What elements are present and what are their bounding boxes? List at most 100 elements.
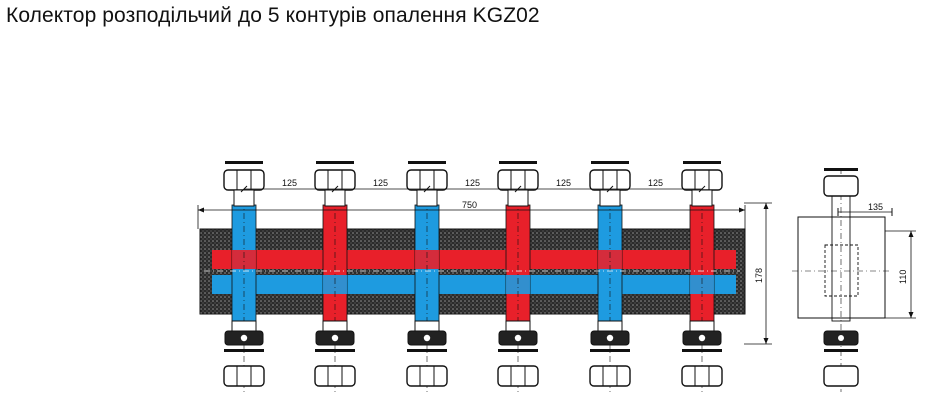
side-bottom-nut xyxy=(823,365,859,387)
fitting-2-bottom-nut xyxy=(314,365,356,387)
fitting-1 xyxy=(223,161,265,387)
fitting-4-valve-dot xyxy=(514,334,522,342)
fitting-6-valve-dot xyxy=(698,334,706,342)
fitting-2 xyxy=(314,161,356,387)
side-lower-cap xyxy=(824,349,858,352)
page-title: Колектор розподільчий до 5 контурів опал… xyxy=(6,4,540,27)
fitting-5-valve-dot xyxy=(606,334,614,342)
fitting-4-cap xyxy=(499,161,537,164)
fitting-4-lower-cap xyxy=(498,349,538,352)
riser-6-body xyxy=(689,204,715,322)
fitting-3-neck xyxy=(416,189,438,207)
riser-3 xyxy=(414,200,440,392)
fitting-4-top-nut xyxy=(497,169,539,191)
riser-2-body xyxy=(322,204,348,322)
fitting-3-valve-dot xyxy=(423,334,431,342)
dim-overall-length: 750 xyxy=(462,200,477,210)
fitting-1-bottom-nut xyxy=(223,365,265,387)
fitting-1-top-nut xyxy=(223,169,265,191)
fitting-1-neck xyxy=(233,189,255,207)
fitting-6-bottom-nut xyxy=(681,365,723,387)
riser-6 xyxy=(689,200,715,392)
dim-side-depth: 135 xyxy=(868,202,883,212)
insulation-shell xyxy=(199,228,746,315)
dimension-ticks xyxy=(198,185,914,344)
fitting-1-cap xyxy=(225,161,263,164)
riser-1-crossing xyxy=(232,250,256,269)
fitting-5-neck xyxy=(599,189,621,207)
riser-5 xyxy=(597,200,623,392)
length-arrow-left xyxy=(198,207,204,213)
fitting-4-lower-neck xyxy=(505,320,531,332)
fitting-3-top-nut xyxy=(406,169,448,191)
fitting-6-lower-neck xyxy=(689,320,715,332)
fitting-1-lower-cap xyxy=(224,349,264,352)
pitch-tick-2 xyxy=(331,185,339,193)
fittings xyxy=(223,161,723,387)
pitch-tick-3 xyxy=(423,185,431,193)
fitting-4-neck xyxy=(507,189,529,207)
fitting-5-lower-cap xyxy=(590,349,630,352)
side-top-cap xyxy=(824,168,858,171)
height-arrow-bottom xyxy=(763,338,769,344)
fitting-4-bottom-nut xyxy=(497,365,539,387)
fitting-2-valve-dot xyxy=(331,334,339,342)
dim-pitch-1: 125 xyxy=(282,178,297,188)
pitch-tick-1 xyxy=(240,185,248,193)
riser-2-crossing xyxy=(323,275,347,294)
fitting-6-neck xyxy=(691,189,713,207)
fitting-2-lower-neck xyxy=(322,320,348,332)
fitting-4 xyxy=(497,161,539,387)
side-view-body xyxy=(797,216,886,319)
fitting-3-bottom-nut xyxy=(406,365,448,387)
fitting-6-cap xyxy=(683,161,721,164)
dim-height: 178 xyxy=(754,268,764,283)
length-arrow-right xyxy=(739,207,745,213)
fitting-5-bottom-nut xyxy=(589,365,631,387)
side-view xyxy=(792,168,890,392)
side-fittings xyxy=(823,168,859,387)
fitting-5-cap xyxy=(591,161,629,164)
side-height-arrow-bottom xyxy=(908,312,914,318)
pitch-tick-6 xyxy=(698,185,706,193)
side-top-nut xyxy=(823,175,859,197)
height-arrow-top xyxy=(763,203,769,209)
fitting-2-neck xyxy=(324,189,346,207)
fitting-6-lower-cap xyxy=(682,349,722,352)
riser-3-crossing xyxy=(415,250,439,269)
fitting-2-top-nut xyxy=(314,169,356,191)
riser-5-crossing xyxy=(598,250,622,269)
dim-pitch-3: 125 xyxy=(465,178,480,188)
dim-pitch-4: 125 xyxy=(556,178,571,188)
dimension-lines xyxy=(197,188,916,345)
riser-6-crossing xyxy=(690,275,714,294)
dim-pitch-2: 125 xyxy=(373,178,388,188)
fitting-5-top-nut xyxy=(589,169,631,191)
side-valve-dot xyxy=(838,335,844,341)
fitting-2-cap xyxy=(316,161,354,164)
fitting-3-lower-neck xyxy=(414,320,440,332)
riser-2 xyxy=(322,200,348,392)
fitting-1-lower-neck xyxy=(231,320,257,332)
riser-4-crossing xyxy=(506,275,530,294)
pitch-tick-5 xyxy=(606,185,614,193)
fitting-1-valve-dot xyxy=(240,334,248,342)
dim-side-height: 110 xyxy=(898,270,908,284)
side-view-manifold xyxy=(824,244,859,297)
pitch-tick-4 xyxy=(514,185,522,193)
fitting-5-lower-neck xyxy=(597,320,623,332)
fitting-6-top-nut xyxy=(681,169,723,191)
fitting-2-lower-cap xyxy=(315,349,355,352)
riser-4 xyxy=(505,200,531,392)
supply-bar xyxy=(212,250,736,269)
fitting-3-cap xyxy=(408,161,446,164)
fitting-3 xyxy=(406,161,448,387)
dim-pitch-5: 125 xyxy=(648,178,663,188)
fitting-3-lower-cap xyxy=(407,349,447,352)
riser-1 xyxy=(231,200,257,392)
fitting-6 xyxy=(681,161,723,387)
side-height-arrow-top xyxy=(908,231,914,237)
return-bar xyxy=(212,275,736,294)
fitting-5 xyxy=(589,161,631,387)
